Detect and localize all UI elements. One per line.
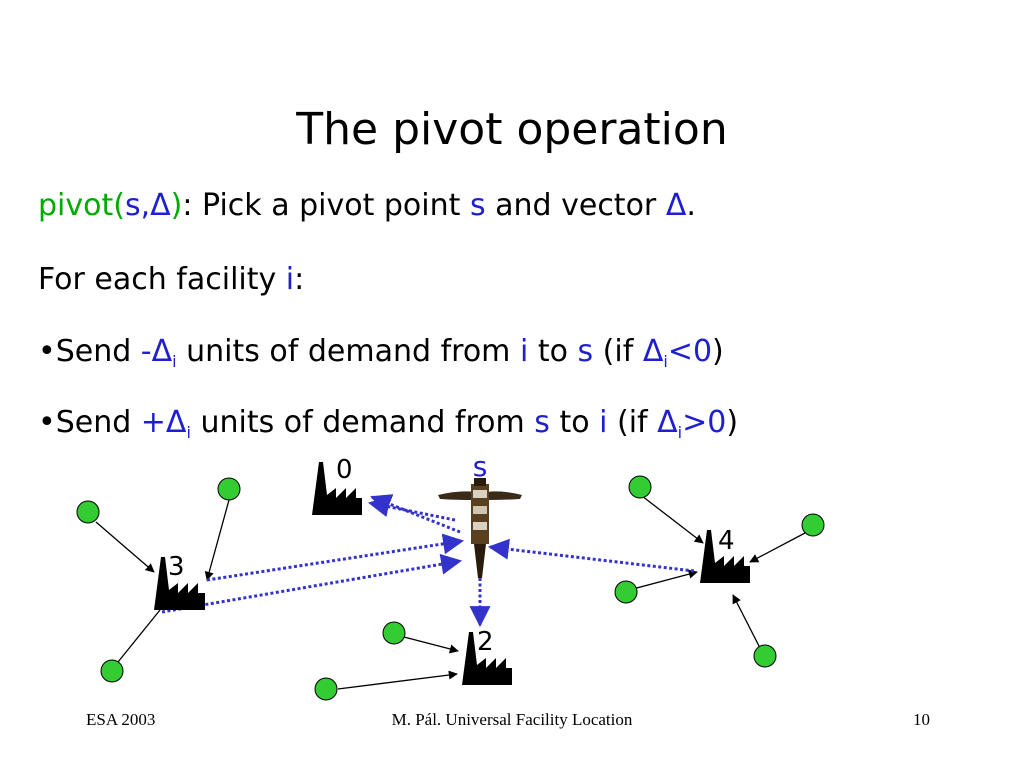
- for-each-text: For each facility: [38, 262, 286, 297]
- bullet2-text-c: (if: [607, 405, 658, 440]
- client-node: [314, 677, 338, 701]
- bullet1-prefix: •Send: [38, 334, 141, 369]
- client-node: [801, 513, 825, 537]
- client-arrow: [95, 521, 155, 573]
- client-node: [753, 644, 777, 668]
- bullet-send-positive: •Send +Δi units of demand from s to i (i…: [38, 405, 738, 442]
- bullet1-text-b: to: [528, 334, 578, 369]
- facility-label-3: 3: [168, 552, 185, 582]
- bullet2-sub: i: [186, 423, 191, 442]
- bullet2-text-a: units of demand from: [190, 405, 535, 440]
- pivot-text-b: and vector: [485, 188, 666, 223]
- client-arrow: [749, 532, 806, 563]
- facility-label-2: 2: [477, 627, 494, 657]
- bullet1-s: s: [577, 334, 594, 369]
- bullet1-text-a: units of demand from: [176, 334, 520, 369]
- bullet1-delta: Δ: [642, 334, 664, 369]
- client-node: [76, 500, 100, 524]
- footer-title: M. Pál. Universal Facility Location: [391, 710, 633, 729]
- pivot-label: s: [473, 450, 488, 483]
- for-each-line: For each facility i:: [38, 262, 304, 297]
- client-arrow: [337, 670, 458, 690]
- client-arrow: [403, 636, 459, 654]
- bullet1-sub2: i: [663, 352, 668, 371]
- client-arrow: [641, 495, 704, 544]
- pivot-totem-icon: [438, 478, 522, 578]
- facilities: [154, 462, 750, 685]
- transfer-arrow-from-4: [487, 538, 695, 573]
- transfer-arrow-to-0: [367, 496, 456, 522]
- client-node: [614, 580, 638, 604]
- for-each-end: :: [294, 262, 305, 297]
- client-node: [100, 659, 124, 683]
- pivot-text-end: .: [686, 188, 696, 223]
- bullet1-cond: <0: [667, 334, 713, 369]
- bullet1-neg-delta: -Δ: [140, 334, 173, 369]
- factory-icon: [154, 557, 205, 610]
- bullet2-text-b: to: [549, 405, 600, 440]
- facility-symbol: i: [285, 262, 295, 297]
- transfer-arrow-from-3: [161, 553, 463, 614]
- bullet1-end: ): [712, 334, 724, 369]
- factory-icon: [312, 462, 362, 515]
- bullet2-delta: Δ: [657, 405, 678, 440]
- client-arrow: [628, 569, 698, 591]
- factory-icon: [462, 632, 512, 685]
- facility-label-0: 0: [336, 455, 353, 485]
- demand-transfer-arrows: [161, 494, 695, 628]
- bullet1-i: i: [519, 334, 529, 369]
- client-arrow: [732, 594, 761, 649]
- bullet1-sub: i: [172, 352, 177, 371]
- client-arrow: [204, 499, 230, 581]
- transfer-arrow-from-3: [206, 533, 465, 582]
- bullet-send-negative: •Send -Δi units of demand from i to s (i…: [38, 334, 724, 371]
- vector-symbol: Δ: [665, 188, 687, 223]
- slide-title: The pivot operation: [296, 104, 728, 155]
- pivot-text-a: : Pick a pivot point: [182, 188, 470, 223]
- pivot-definition-line: pivot(s,Δ): Pick a pivot point s and vec…: [38, 188, 696, 223]
- bullet2-end: ): [726, 405, 739, 440]
- bullet2-pos-delta: +Δ: [140, 405, 187, 440]
- client-node: [628, 475, 652, 499]
- pivot-func-prefix: pivot(: [38, 188, 125, 223]
- client-arrow: [117, 609, 161, 663]
- bullet1-text-c: (if: [593, 334, 643, 369]
- footer-page-number: 10: [913, 710, 930, 729]
- bullet2-s: s: [534, 405, 550, 440]
- transfer-arrow-to-0: [370, 494, 461, 534]
- clients: [76, 475, 825, 701]
- pivot-func-args: s,Δ: [124, 188, 171, 223]
- pivot-point-symbol: s: [469, 188, 486, 223]
- factory-icon: [700, 530, 750, 583]
- bullet2-cond: >0: [682, 405, 727, 440]
- client-node: [217, 477, 241, 501]
- bullet2-prefix: •Send: [38, 405, 141, 440]
- client-assignment-arrows: [95, 495, 806, 690]
- client-node: [382, 621, 406, 645]
- facility-label-4: 4: [718, 526, 735, 556]
- footer-conference: ESA 2003: [86, 710, 156, 729]
- pivot-func-suffix: ): [170, 188, 183, 223]
- bullet2-i: i: [599, 405, 608, 440]
- bullet2-sub2: i: [677, 423, 683, 442]
